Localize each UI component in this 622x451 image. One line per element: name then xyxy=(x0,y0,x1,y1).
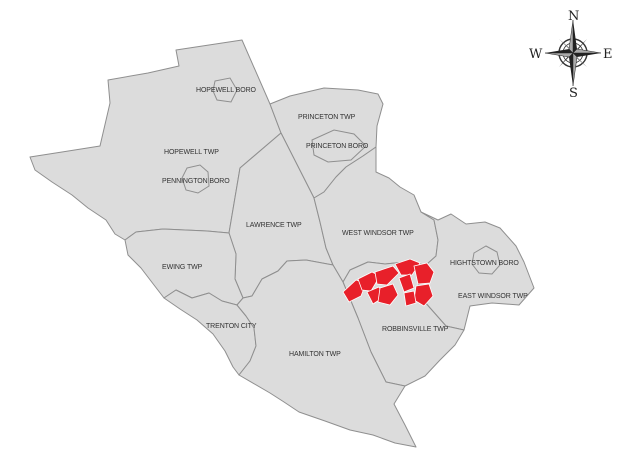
compass-point-e xyxy=(573,53,601,57)
pennington-boro-shape[interactable] xyxy=(181,164,210,194)
highlight-parcel[interactable] xyxy=(357,271,381,292)
highlighted-parcels[interactable] xyxy=(342,258,435,307)
compass-point-s xyxy=(569,53,573,86)
label-east-windsor-twp: EAST WINDSOR TWP xyxy=(458,293,528,300)
compass-point-w xyxy=(545,49,573,53)
label-lawrence-twp: LAWRENCE TWP xyxy=(246,222,302,229)
municipality-shapes xyxy=(29,39,535,448)
compass-point-e-shade xyxy=(572,48,602,54)
label-west-windsor-twp: WEST WINDSOR TWP xyxy=(342,230,414,237)
label-hopewell-boro: HOPEWELL BORO xyxy=(196,87,257,94)
highlight-parcel[interactable] xyxy=(403,290,417,307)
compass-east-label: E xyxy=(603,47,613,62)
east-windsor-twp-shape[interactable] xyxy=(417,211,535,331)
municipality-labels: HOPEWELL BORO HOPEWELL TWP PENNINGTON BO… xyxy=(162,87,528,358)
compass-north-label: N xyxy=(568,9,579,24)
label-trenton-city: TRENTON CITY xyxy=(206,323,257,330)
label-hightstown-boro: HIGHTSTOWN BORO xyxy=(450,260,519,267)
compass-south-label: S xyxy=(569,86,578,101)
compass-point-w-shade xyxy=(544,52,574,58)
compass-point-n-shade xyxy=(568,19,574,54)
borough-shapes xyxy=(181,77,501,275)
label-princeton-boro: PRINCETON BORO xyxy=(306,143,369,150)
princeton-boro-shape[interactable] xyxy=(311,129,367,163)
hightstown-boro-shape[interactable] xyxy=(471,245,501,275)
compass-rose: N S E W xyxy=(529,9,613,101)
label-princeton-twp: PRINCETON TWP xyxy=(298,114,356,121)
compass-point-s-shade xyxy=(572,52,578,87)
compass-point-n xyxy=(573,20,577,53)
hamilton-twp-shape[interactable] xyxy=(236,259,417,448)
label-hopewell-twp: HOPEWELL TWP xyxy=(164,149,219,156)
label-pennington-boro: PENNINGTON BORO xyxy=(162,178,230,185)
highlight-parcel[interactable] xyxy=(398,273,415,293)
hopewell-boro-shape[interactable] xyxy=(212,77,238,103)
label-robbinsville-twp: ROBBINSVILLE TWP xyxy=(382,326,449,333)
highlight-parcel[interactable] xyxy=(377,283,399,306)
compass-west-label: W xyxy=(529,47,543,62)
label-hamilton-twp: HAMILTON TWP xyxy=(289,351,341,358)
label-ewing-twp: EWING TWP xyxy=(162,264,203,271)
highlight-parcel[interactable] xyxy=(413,262,435,285)
highlight-parcel[interactable] xyxy=(374,265,400,286)
